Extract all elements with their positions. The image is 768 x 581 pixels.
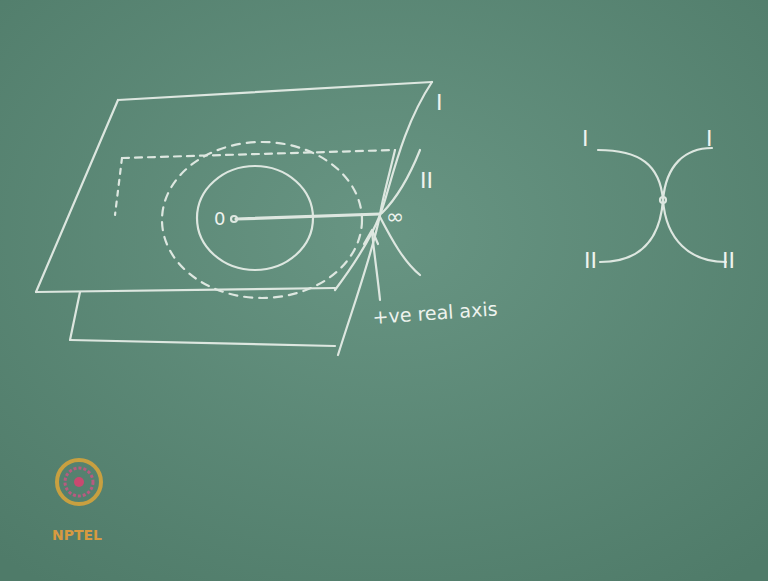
sheet-two-front-edge bbox=[70, 340, 335, 346]
sheet-two-left-edge-front bbox=[70, 292, 80, 340]
sheet-two-left-edge bbox=[115, 158, 122, 215]
watermark: NPTEL bbox=[52, 528, 102, 542]
sheet-label: I bbox=[706, 128, 713, 150]
sheet-junction bbox=[598, 148, 712, 200]
origin-label: 0 bbox=[214, 210, 225, 228]
sheet-one-left-edge bbox=[36, 100, 118, 292]
sheet-label: II bbox=[420, 170, 433, 192]
dashed-contour bbox=[162, 142, 362, 298]
sheet-one-back-edge bbox=[118, 82, 432, 100]
sheet-label: II bbox=[722, 250, 735, 272]
infinity-label: ∞ bbox=[386, 206, 404, 228]
sheet-label: II bbox=[584, 250, 597, 272]
sheet-crossing bbox=[382, 150, 420, 213]
sheet-one-right-edge bbox=[335, 82, 432, 290]
sheet-two-back-edge bbox=[122, 150, 395, 158]
sheet-label: I bbox=[436, 92, 443, 114]
sheet-junction bbox=[600, 200, 726, 262]
branch-point bbox=[660, 197, 666, 203]
leader-arrow bbox=[372, 232, 380, 300]
arrowhead bbox=[364, 230, 378, 244]
nptel-logo bbox=[57, 460, 101, 504]
branch-cut bbox=[236, 214, 380, 219]
origin-point bbox=[231, 216, 237, 222]
sheet-label: I bbox=[582, 128, 589, 150]
